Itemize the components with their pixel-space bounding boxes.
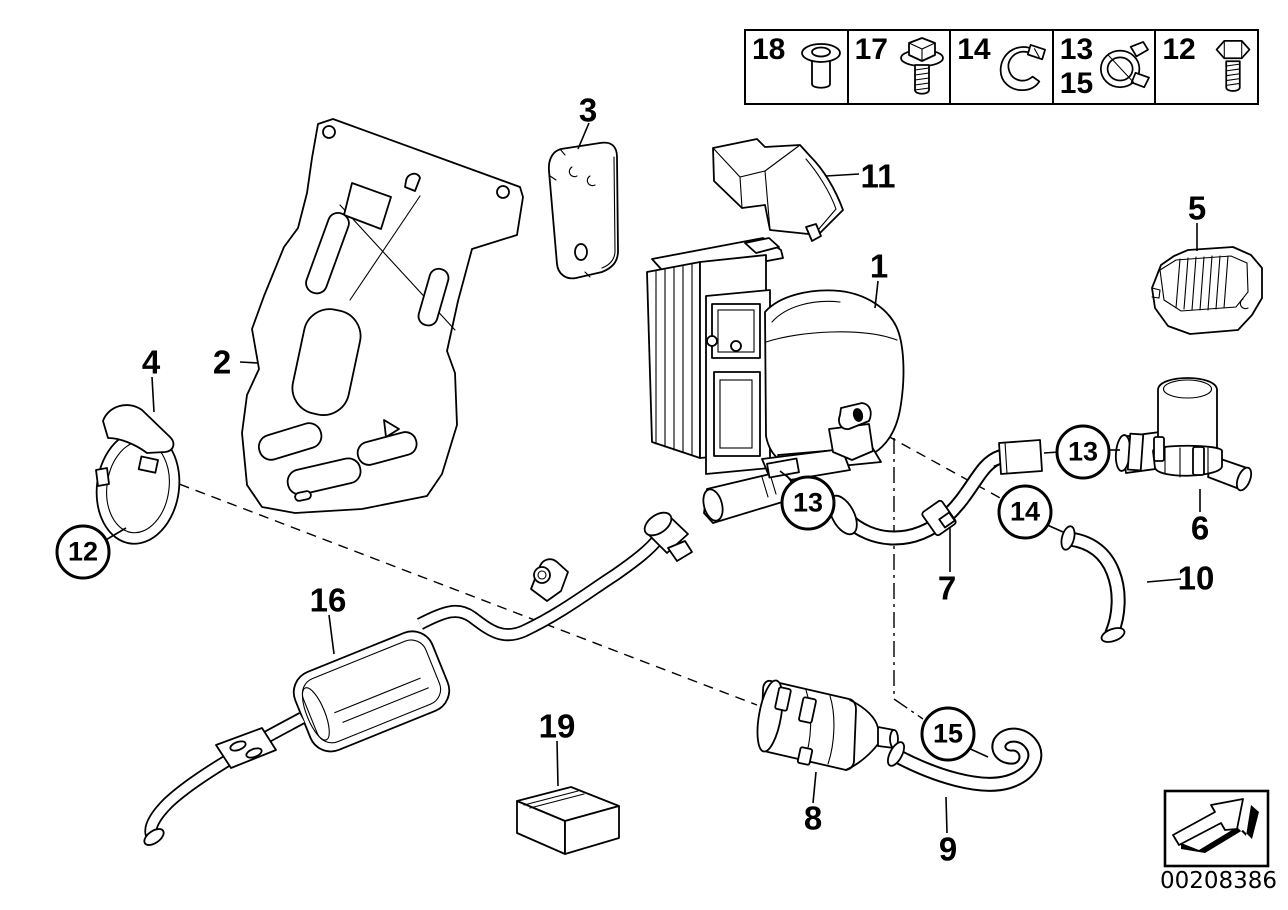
legend-cell-12: 12: [1154, 31, 1257, 103]
mounting-bracket-part-2: [241, 118, 524, 514]
hose-clamp-icon: [996, 42, 1048, 92]
kit-box-part-19: [516, 786, 620, 855]
spring-band-clamp-icon: [1096, 41, 1150, 93]
callout-circle-13: 13: [780, 475, 836, 531]
hex-bolt-icon: [1213, 37, 1253, 97]
callout-label-10: 10: [1177, 559, 1215, 597]
callout-label-5: 5: [1187, 189, 1207, 227]
legend-number: 13: [1059, 33, 1094, 66]
legend-cell-numbers: 17: [855, 33, 888, 67]
callout-circle-14: 14: [997, 484, 1053, 540]
flange-bolt-icon: [899, 36, 945, 98]
gasket-part-3: [548, 141, 619, 280]
fuel-metering-pump-part-8: [756, 679, 899, 771]
leader-lines: [103, 122, 1201, 834]
callout-label-2: 2: [212, 343, 232, 381]
callout-label-4: 4: [141, 343, 161, 381]
exhaust-silencer-part-16: [143, 511, 693, 846]
callout-label-1: 1: [869, 247, 889, 285]
callout-label-3: 3: [578, 91, 598, 129]
legend-number: 12: [1162, 33, 1196, 66]
legend-number: 14: [957, 33, 991, 66]
water-hose-part-7: [828, 439, 1043, 546]
callout-label-16: 16: [309, 581, 347, 619]
auxiliary-heater-part-1: [646, 237, 905, 524]
callout-label-8: 8: [803, 799, 823, 837]
legend-cell-numbers: 12: [1162, 33, 1195, 67]
fuel-hose-part-9: [887, 727, 1043, 792]
legend-number: 17: [854, 33, 888, 66]
callout-label-7: 7: [937, 569, 957, 607]
legend-number: 18: [752, 33, 786, 66]
legend-cell-18: 18: [746, 31, 847, 103]
rivet-nut-icon: [799, 40, 843, 94]
callout-label-6: 6: [1190, 509, 1210, 547]
callout-circle-12: 12: [55, 524, 111, 580]
callout-label-9: 9: [938, 830, 958, 868]
callout-label-11: 11: [860, 157, 896, 195]
legend-number: 15: [1059, 67, 1094, 100]
legend-cell-numbers: 18: [752, 33, 785, 67]
water-pump-part-6: [1114, 377, 1253, 492]
document-number: 00208386: [1160, 868, 1278, 894]
legend-cell-14: 14: [949, 31, 1052, 103]
legend-cell-17: 17: [846, 31, 950, 103]
water-hose-part-10: [1060, 525, 1126, 643]
callout-circle-15: 15: [920, 706, 976, 762]
pump-holder-part-4: [95, 404, 181, 545]
heater-cover-part-11: [712, 138, 844, 242]
callout-label-19: 19: [538, 707, 576, 745]
callout-circle-13: 13: [1055, 424, 1111, 480]
direction-arrow-logo: [1163, 789, 1270, 868]
control-unit-part-5: [1151, 246, 1263, 335]
legend-cell-numbers: 14: [957, 33, 990, 67]
